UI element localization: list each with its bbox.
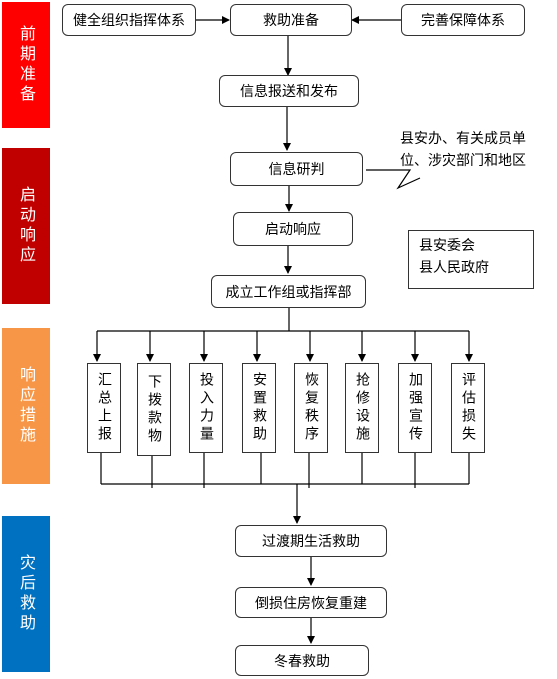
- node-relief-preparation-label: 救助准备: [263, 13, 319, 29]
- measure-5: 恢复秩序: [294, 363, 328, 453]
- node-house-rebuild-label: 倒损住房恢复重建: [255, 595, 367, 612]
- measure-1: 汇总上报: [87, 363, 121, 453]
- measure-3: 投入力量: [189, 363, 223, 453]
- measure-8-label: 评估损失: [460, 372, 476, 444]
- phase-measures: 响应措施: [2, 328, 50, 484]
- phase-start-response: 启动响应: [2, 148, 50, 304]
- measure-5-label: 恢复秩序: [303, 372, 319, 444]
- phase-aftermath-label: 灾后救助: [17, 554, 36, 634]
- measure-2-label: 下拨款物: [146, 373, 162, 446]
- node-info-report-label: 信息报送和发布: [240, 84, 338, 100]
- note-committee-line2: 县人民政府: [419, 260, 489, 276]
- measure-4-label: 安置救助: [251, 372, 267, 444]
- phase-start-response-label: 启动响应: [17, 186, 36, 266]
- node-house-rebuild: 倒损住房恢复重建: [235, 587, 387, 618]
- node-start-response: 启动响应: [233, 212, 353, 246]
- node-info-study: 信息研判: [230, 152, 363, 186]
- node-info-study-label: 信息研判: [268, 162, 325, 178]
- callout-units-line2: 位、涉灾部门和地区: [400, 153, 526, 169]
- measure-7: 加强宣传: [398, 363, 432, 453]
- node-winter-relief: 冬春救助: [235, 645, 369, 676]
- measure-2: 下拨款物: [137, 363, 171, 456]
- phase-measures-label: 响应措施: [17, 366, 36, 446]
- phase-aftermath: 灾后救助: [2, 516, 50, 672]
- node-transition-relief: 过渡期生活救助: [235, 525, 387, 557]
- measure-8: 评估损失: [451, 363, 485, 453]
- node-establish-group-label: 成立工作组或指挥部: [225, 284, 352, 301]
- node-establish-group: 成立工作组或指挥部: [211, 275, 366, 308]
- note-committee: 县安委会 县人民政府: [408, 230, 534, 289]
- measure-1-label: 汇总上报: [96, 372, 112, 444]
- node-start-response-label: 启动响应: [265, 222, 321, 238]
- node-organization-system: 健全组织指挥体系: [62, 4, 196, 36]
- phase-preparation: 前期准备: [2, 2, 50, 128]
- measure-6: 抢修设施: [345, 363, 379, 453]
- node-info-report: 信息报送和发布: [219, 75, 359, 107]
- phase-preparation-label: 前期准备: [17, 25, 36, 105]
- note-committee-line1: 县安委会: [419, 238, 475, 254]
- node-organization-system-label: 健全组织指挥体系: [73, 13, 185, 29]
- node-relief-preparation: 救助准备: [230, 4, 352, 36]
- node-winter-relief-label: 冬春救助: [274, 653, 330, 670]
- measure-7-label: 加强宣传: [407, 372, 423, 444]
- measure-6-label: 抢修设施: [354, 372, 370, 444]
- node-transition-relief-label: 过渡期生活救助: [262, 534, 360, 550]
- node-support-system-label: 完善保障体系: [421, 13, 505, 29]
- measure-3-label: 投入力量: [198, 372, 214, 444]
- callout-units-line1: 县安办、有关成员单: [400, 131, 526, 147]
- callout-units: 县安办、有关成员单 位、涉灾部门和地区: [400, 128, 555, 172]
- measure-4: 安置救助: [242, 363, 276, 453]
- node-support-system: 完善保障体系: [401, 4, 525, 36]
